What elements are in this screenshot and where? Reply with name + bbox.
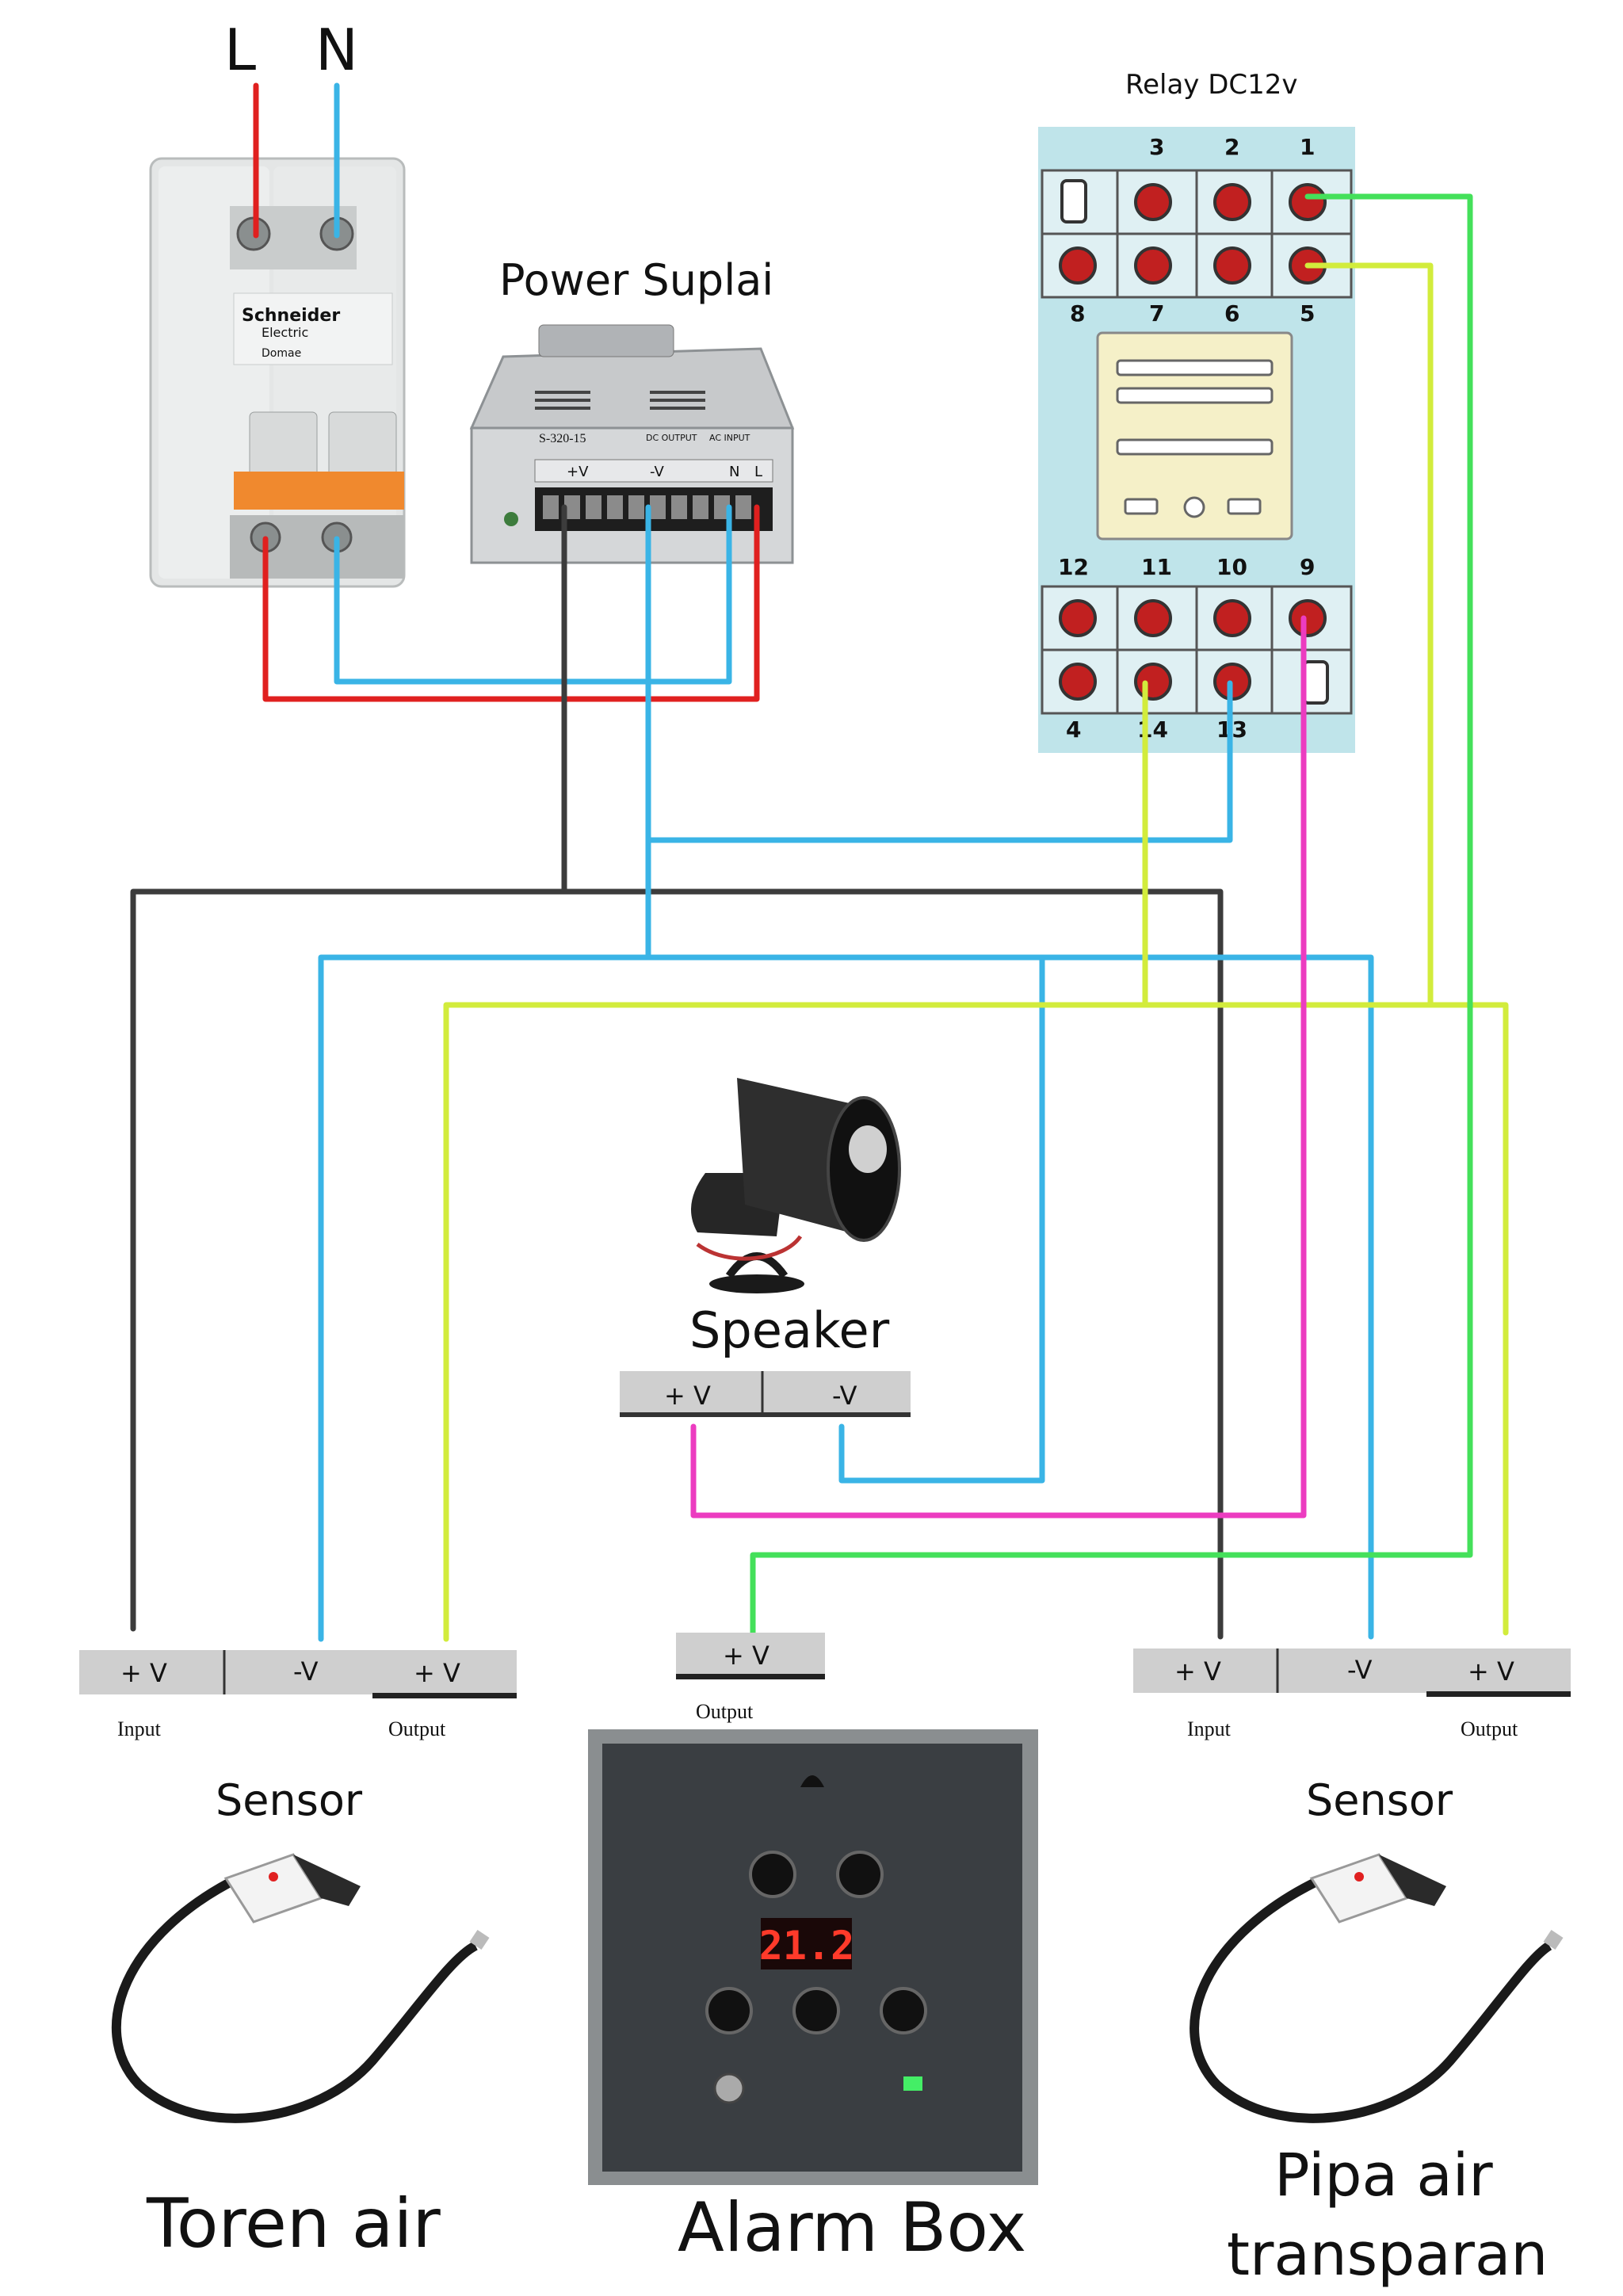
speaker: Speaker + V -V: [620, 1078, 911, 1417]
relay-num-5: 5: [1300, 300, 1315, 327]
relay-num-6: 6: [1224, 300, 1239, 327]
relay: Relay DC12v 3 2 1 8 7 6 5 12 11 10 9 4 1…: [1038, 69, 1355, 753]
sensor-left-caption: Toren air: [146, 2184, 441, 2264]
sensor-right-icon: [1190, 1853, 1564, 2123]
sensor-right-terminal-input: + V: [1174, 1656, 1221, 1687]
wire-yellow-relay-5: [1304, 262, 1434, 1008]
sensor-right-input-label: Input: [1187, 1717, 1232, 1740]
relay-num-2: 2: [1224, 134, 1239, 160]
speaker-title: Speaker: [689, 1301, 890, 1359]
power-supply: Power Suplai S-320-15 DC OUTPUT AC INPUT…: [469, 255, 795, 564]
relay-num-4: 4: [1066, 716, 1081, 743]
relay-title: Relay DC12v: [1125, 69, 1298, 101]
bell-icon: [800, 1775, 824, 1787]
relay-bottom-terminals: [1041, 585, 1353, 715]
relay-num-14: 14: [1137, 716, 1168, 743]
sensor-left-input-label: Input: [117, 1717, 162, 1740]
alarm-box-caption: Alarm Box: [678, 2188, 1026, 2267]
breaker-toggle[interactable]: [234, 472, 404, 510]
sensor-left-title: Sensor: [216, 1775, 363, 1825]
wires: [130, 82, 1509, 1642]
breaker-brand: Schneider: [242, 306, 340, 326]
sensor-left-icon: [111, 1853, 490, 2123]
sensor-right-terminal-neg: -V: [1347, 1655, 1373, 1685]
sensor-right-terminal-output: + V: [1468, 1656, 1514, 1687]
sensor-right-caption-line1: Pipa air: [1274, 2141, 1493, 2210]
wire-pos-bus: [130, 888, 1224, 1640]
wire-neg-relay: [645, 680, 1233, 843]
wire-breaker-l-psu: [262, 504, 760, 702]
relay-num-11: 11: [1141, 554, 1172, 580]
power-supply-terminal-label-pos: +V: [567, 464, 589, 480]
relay-num-1: 1: [1300, 134, 1315, 160]
power-supply-ac-input: AC INPUT: [709, 433, 750, 443]
speaker-terminal-neg: -V: [832, 1381, 857, 1411]
power-supply-terminal-label-neg: -V: [650, 464, 664, 480]
alarm-box-output-label: Output: [696, 1700, 754, 1723]
power-supply-dc-output: DC OUTPUT: [646, 433, 697, 443]
wire-sensor-output-bus: [443, 1002, 1509, 1642]
key-switch-icon[interactable]: [713, 2073, 745, 2104]
relay-contact-window: [1096, 331, 1293, 541]
sensor-left-output-label: Output: [388, 1717, 446, 1740]
mains-neutral-label: N: [315, 17, 358, 83]
wire-neg-speaker: [838, 954, 1045, 1484]
sensor-left: + V -V + V Input Output Sensor Toren air: [79, 1650, 517, 2264]
speaker-terminal-pos: + V: [664, 1381, 711, 1411]
circuit-breaker: Schneider Electric Domae: [149, 157, 406, 588]
alarm-box-knobs: [705, 1851, 927, 2034]
breaker-model: Domae: [262, 347, 301, 360]
breaker-brand-sub: Electric: [262, 325, 308, 340]
mains-line-label: L: [224, 17, 256, 83]
sensor-left-terminal-input: + V: [120, 1658, 167, 1688]
power-supply-model: S-320-15: [539, 432, 586, 445]
relay-num-9: 9: [1300, 554, 1315, 580]
sensor-left-terminal-neg: -V: [293, 1656, 319, 1687]
relay-num-7: 7: [1149, 300, 1164, 327]
speaker-icon: [691, 1078, 901, 1293]
power-supply-terminal-label-l: L: [754, 464, 762, 480]
relay-num-10: 10: [1216, 554, 1247, 580]
wire-neg-bus: [318, 954, 1374, 1642]
wire-magenta-speaker: [690, 615, 1307, 1519]
sensor-left-terminal-output: + V: [414, 1658, 460, 1688]
alarm-box: + V Output 21.2 Alarm Box: [588, 1633, 1038, 2267]
sensor-right-caption-line2: transparan: [1227, 2221, 1548, 2289]
relay-num-12: 12: [1058, 554, 1089, 580]
wire-breaker-n-psu: [334, 504, 732, 685]
wire-green-alarm: [750, 193, 1473, 1637]
alarm-box-display: 21.2: [759, 1923, 854, 1969]
alarm-box-led: [903, 2076, 922, 2091]
sensor-right: + V -V + V Input Output Sensor Pipa air …: [1133, 1648, 1571, 2289]
power-supply-terminal-label-n: N: [729, 464, 739, 480]
sensor-right-output-label: Output: [1461, 1717, 1518, 1740]
relay-top-terminals: [1041, 169, 1353, 299]
relay-num-3: 3: [1149, 134, 1164, 160]
alarm-box-terminal: + V: [723, 1641, 769, 1671]
power-supply-title: Power Suplai: [499, 255, 773, 305]
relay-num-8: 8: [1070, 300, 1085, 327]
sensor-right-title: Sensor: [1306, 1775, 1453, 1825]
